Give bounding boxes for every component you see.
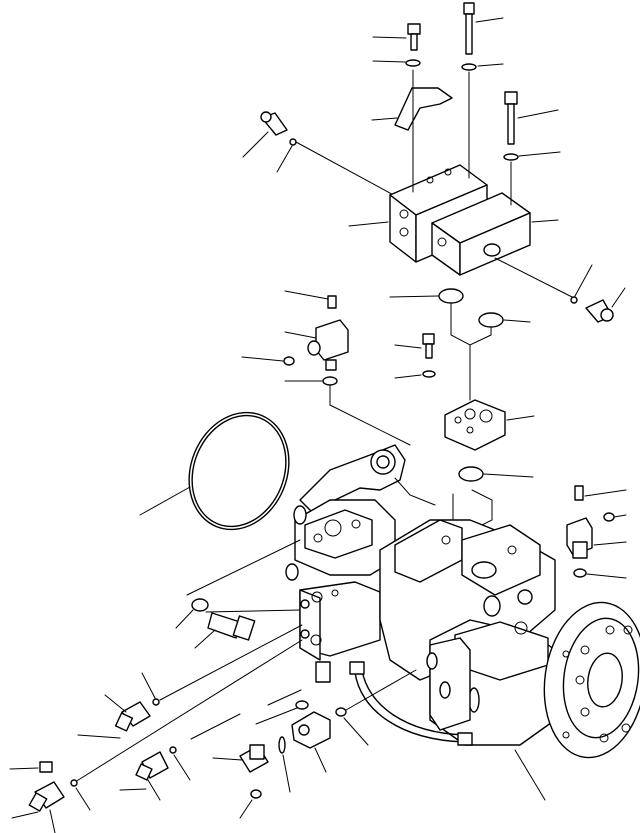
bolt-lower [194,612,256,649]
elbow-fitting-lower-left [104,694,151,732]
leader-lower-mid-1 [267,689,302,706]
o-ring-mid [284,376,338,386]
large-o-ring [139,411,290,531]
elbow-fitting-bottom-right [212,744,269,773]
mounting-bracket [371,87,453,131]
assembly-line-14 [74,639,303,783]
assembly-line-11 [186,539,301,596]
elbow-fitting-bottom-center [119,751,169,801]
sensor-plug-right [574,485,627,501]
washer-mid [394,370,436,379]
washer-bottom-mid [255,700,309,725]
o-ring-bottom-left [70,779,91,811]
o-ring-top-center-right [478,312,531,328]
sensor-plug [284,290,337,309]
top-washer-right [461,63,504,71]
o-ring-top-center [389,288,464,304]
top-washer-left [372,59,421,67]
pump-rear-housing [426,619,556,746]
leader-lower-left-1 [77,734,121,739]
pump-bracket-upper [299,444,436,521]
elbow-fitting-bottom-left [11,781,65,833]
pump-body-left [285,499,396,581]
assembly-line-7 [329,404,411,446]
o-ring-center [458,466,534,482]
hose-line [349,661,473,746]
drive-flange [514,601,640,801]
o-ring-right [570,264,593,304]
elbow-fitting-upper-left [242,111,288,158]
o-ring-mid-left [241,356,295,366]
solenoid-valve-right [566,517,627,559]
leader-lower-mid-2 [190,713,241,740]
washer-lower [175,598,209,629]
mid-bolt [504,91,559,145]
control-valve-block [299,581,381,683]
o-ring-upper-left [276,138,297,173]
small-bolt-mid [394,333,435,359]
top-bolt-long [463,2,504,55]
o-ring-bottom-right [278,736,291,793]
nut-lower-left [9,761,53,773]
o-ring-bottom-mid [335,707,369,746]
assembly-line-12 [205,609,301,613]
valve-block-right [431,192,559,276]
top-bolt-short [372,23,421,51]
tee-fitting-bottom [291,711,331,773]
o-ring-bottom-small [239,789,262,819]
solenoid-valve [284,319,349,371]
elbow-fitting-right [585,287,626,323]
assembly-line-13 [159,624,303,701]
assembly-line-15 [345,669,417,711]
o-ring-lower-left-1 [141,672,160,706]
flange-plate [444,399,535,451]
o-ring-right-small [603,512,627,522]
assembly-line-5 [494,257,575,299]
o-ring-right-lower [573,568,627,579]
o-ring-bottom-center [169,746,191,781]
mid-washer [503,151,561,161]
